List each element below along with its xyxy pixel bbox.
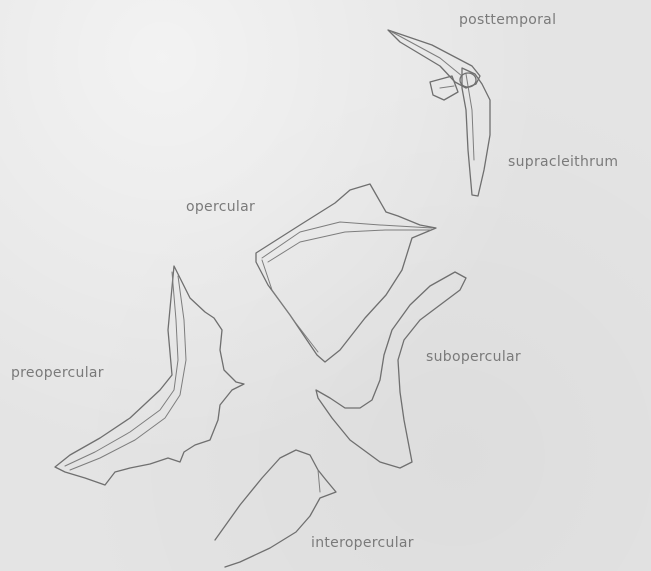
opercular-bone (256, 184, 436, 362)
supracleithrum-label: supracleithrum (508, 154, 618, 170)
posttemporal-bone (388, 30, 480, 100)
preopercular-label: preopercular (11, 365, 104, 381)
subopercular-label: subopercular (426, 349, 521, 365)
subopercular-bone (316, 272, 466, 468)
opercular-label: opercular (186, 199, 255, 215)
posttemporal-label: posttemporal (459, 12, 556, 28)
interopercular-label: interopercular (311, 535, 414, 551)
